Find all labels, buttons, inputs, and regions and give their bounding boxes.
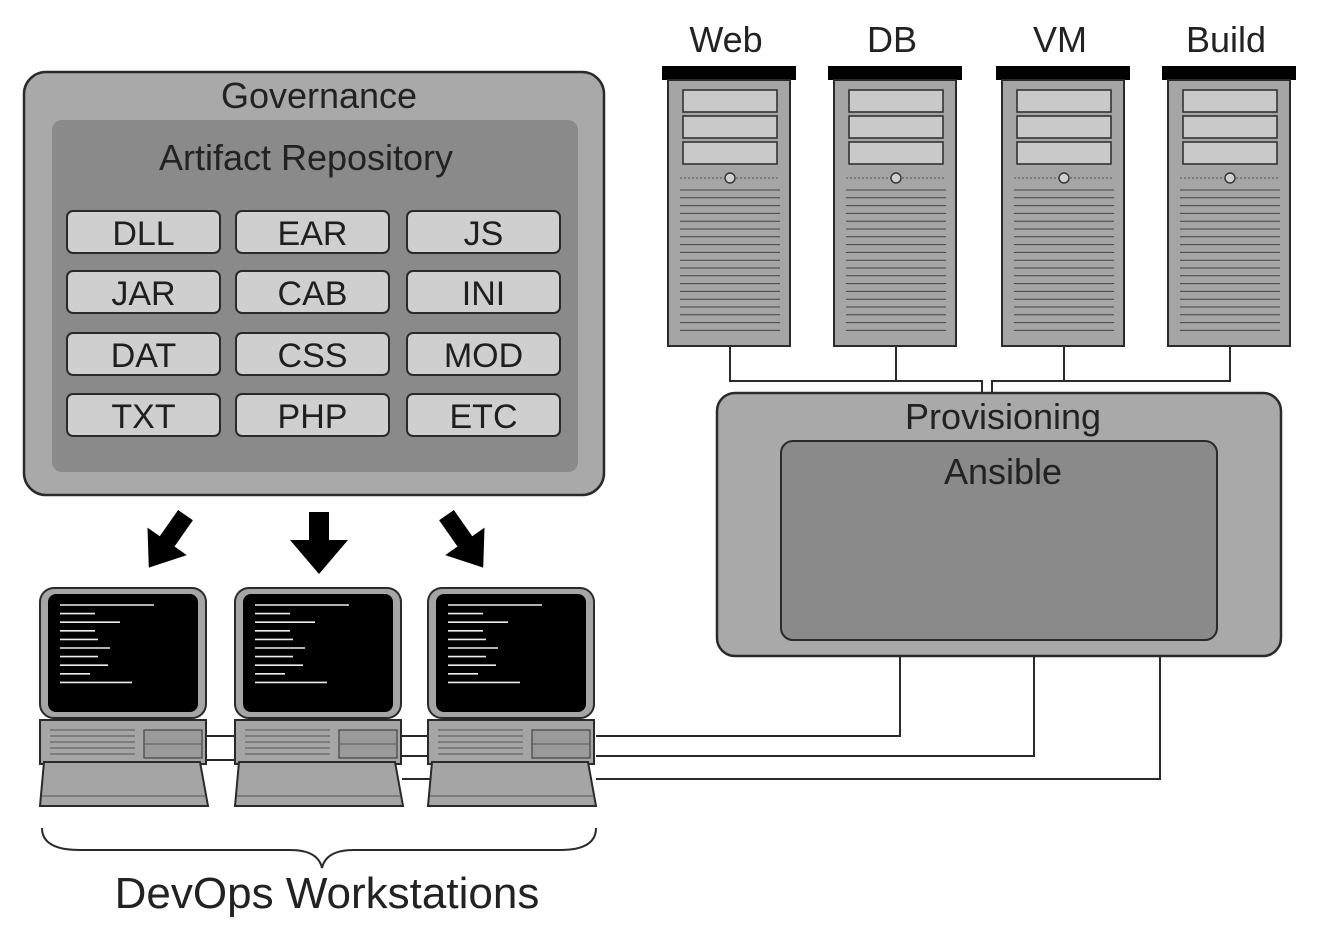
keyboard-icon [426,761,598,807]
provisioning-title: Provisioning [905,396,1101,437]
power-button-icon [1224,172,1236,184]
artifact-chip: CSS [235,332,390,376]
artifact-chip: CAB [235,270,390,314]
artifact-chip: TXT [66,393,221,437]
server-tower: Build [1162,19,1296,347]
ansible-title: Ansible [944,451,1062,492]
artifact-label: DAT [111,337,176,375]
artifact-chip: MOD [406,332,561,376]
artifact-label: INI [462,275,505,313]
artifact-grid: DLL EAR JS JAR CAB INI DAT CSS MOD TXT PHP ETC [66,210,561,437]
server-label: VM [1033,19,1087,60]
monitor-screen [48,594,198,712]
workstation-connectors [206,656,1161,780]
artifact-label: PHP [278,398,348,436]
artifact-chip: JS [406,210,561,254]
provisioning-panel: Provisioning Ansible [715,391,1283,658]
artifact-chip: DLL [66,210,221,254]
server-connectors [729,346,1231,394]
artifact-repository-title: Artifact Repository [159,137,453,178]
artifact-label: CSS [278,337,348,375]
server-label: Web [689,19,762,60]
artifact-label: CAB [278,275,348,313]
server-label: DB [867,19,917,60]
workstation [426,587,598,807]
workstation [233,587,405,807]
governance-panel: Governance Artifact Repository DLL EAR JS J… [22,70,606,497]
arrow-down-icon [290,512,348,574]
ansible-panel: Ansible [780,440,1218,641]
artifact-label: JS [464,215,504,253]
server-tower: DB [828,19,962,347]
workstations-brace [41,827,597,869]
keyboard-icon [233,761,405,807]
monitor-screen [436,594,586,712]
server-rack: Web DB VM Build [662,19,1296,347]
governance-title: Governance [221,75,417,116]
artifact-label: MOD [444,337,523,375]
artifact-chip: ETC [406,393,561,437]
monitor-screen [243,594,393,712]
workstations-group [38,587,598,807]
artifact-label: TXT [111,398,175,436]
power-button-icon [724,172,736,184]
artifact-chip: EAR [235,210,390,254]
artifact-label: EAR [278,215,348,253]
download-arrows [147,509,485,574]
artifact-label: ETC [450,398,518,436]
power-button-icon [1058,172,1070,184]
artifact-chip: DAT [66,332,221,376]
workstation [38,587,210,807]
artifact-chip: INI [406,270,561,314]
artifact-label: DLL [112,215,174,253]
artifact-chip: JAR [66,270,221,314]
arrow-down-right-icon [439,509,485,568]
server-label: Build [1186,19,1266,60]
artifact-chip: PHP [235,393,390,437]
artifact-repository-panel: Artifact Repository DLL EAR JS JAR CAB INI DAT… [52,120,578,472]
power-button-icon [890,172,902,184]
keyboard-icon [38,761,210,807]
server-tower: Web [662,19,796,347]
arrow-down-left-icon [147,509,193,568]
artifact-label: JAR [111,275,175,313]
server-tower: VM [996,19,1130,347]
workstations-caption: DevOps Workstations [115,869,540,918]
